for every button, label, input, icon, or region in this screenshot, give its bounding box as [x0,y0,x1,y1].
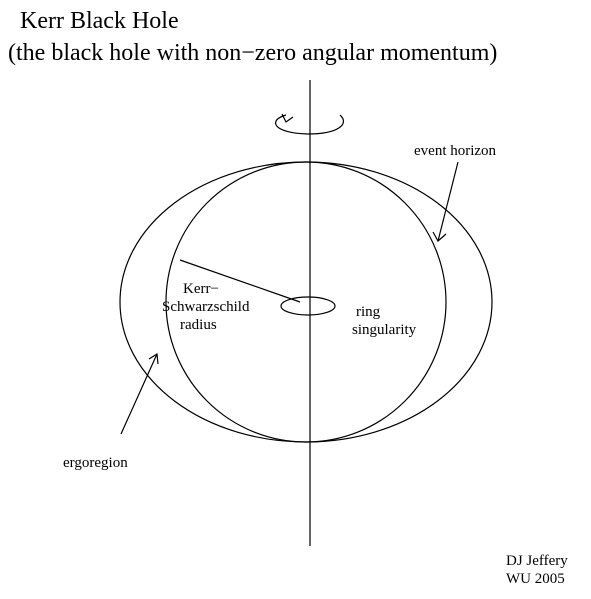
kerr-radius-label-line1: Kerr− [183,281,219,297]
event-horizon-pointer [432,161,459,242]
rotation-arrow-icon [275,113,345,135]
kerr-radius-line [179,259,301,303]
page-title: Kerr Black Hole [20,8,179,34]
kerr-radius-label-line2: Schwarzschild [162,299,250,315]
event-horizon-label: event horizon [414,143,497,159]
page-subtitle: (the black hole with non−zero angular mo… [8,40,497,66]
credit-author: DJ Jeffery [506,553,568,569]
ring-singularity-label-line2: singularity [352,322,417,338]
kerr-radius-label-line3: radius [180,317,217,333]
ring-singularity [280,296,336,316]
ring-singularity-label-line1: ring [356,304,381,320]
credit-affiliation: WU 2005 [506,571,565,587]
ergoregion-pointer [120,352,159,435]
event-horizon-circle [165,161,447,443]
ergoregion-label: ergoregion [63,455,128,471]
